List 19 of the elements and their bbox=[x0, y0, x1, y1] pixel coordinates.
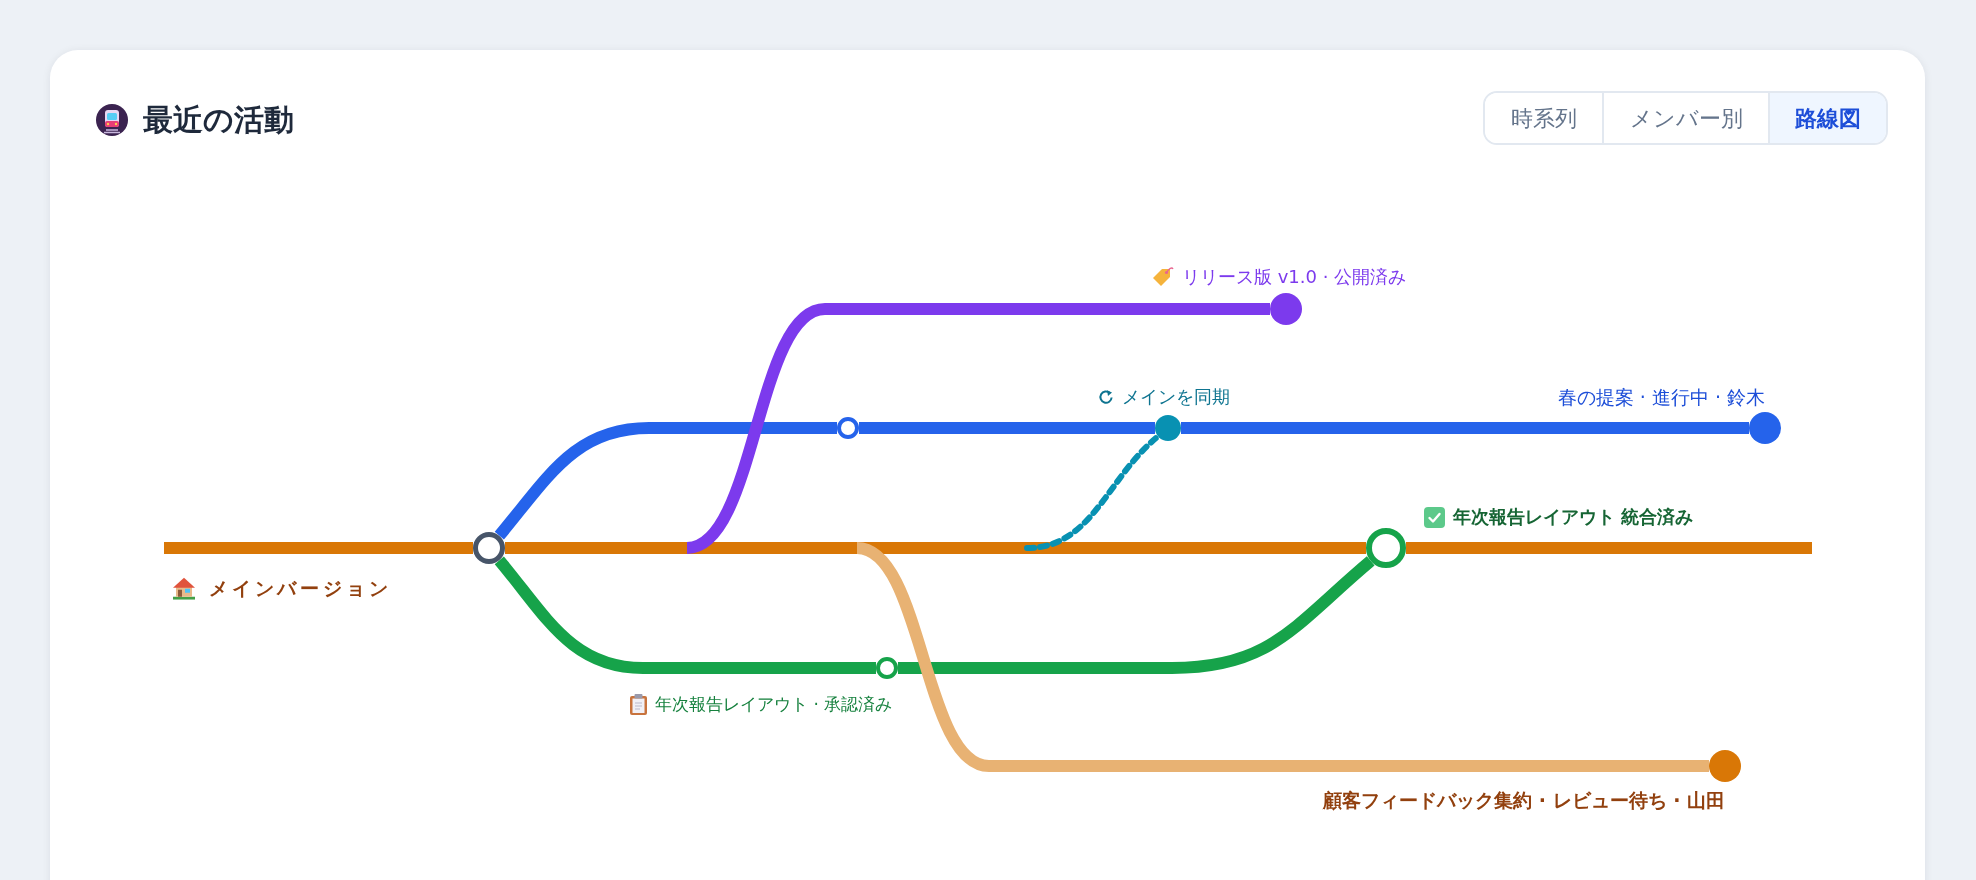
line-name-label: メインバージョン bbox=[209, 575, 392, 601]
station-label: メインを同期 bbox=[1122, 385, 1230, 409]
route-line bbox=[494, 556, 876, 674]
route-line bbox=[685, 303, 1270, 554]
title: 最近の活動 bbox=[143, 102, 294, 138]
route-line bbox=[855, 542, 1709, 772]
selected-view-tab: 路線図 bbox=[1768, 93, 1886, 143]
station-label: リリース版 v1.0 · 公開済み bbox=[1182, 265, 1407, 289]
route-line bbox=[164, 542, 473, 554]
dashed-route-line bbox=[1024, 435, 1159, 551]
station-label: 春の提案 · 進行中 · 鈴木 bbox=[1557, 385, 1765, 409]
route-line bbox=[859, 422, 1155, 434]
station-label: 年次報告レイアウト 統合済み bbox=[1453, 505, 1694, 529]
route-line bbox=[1181, 422, 1749, 434]
route-line bbox=[494, 422, 837, 540]
route-line bbox=[1406, 542, 1812, 554]
route-line bbox=[505, 542, 1366, 554]
station-label: 顧客フィードバック集約 · レビュー待ち · 山田 bbox=[1323, 788, 1725, 812]
station-label: 年次報告レイアウト · 承認済み bbox=[655, 693, 893, 716]
